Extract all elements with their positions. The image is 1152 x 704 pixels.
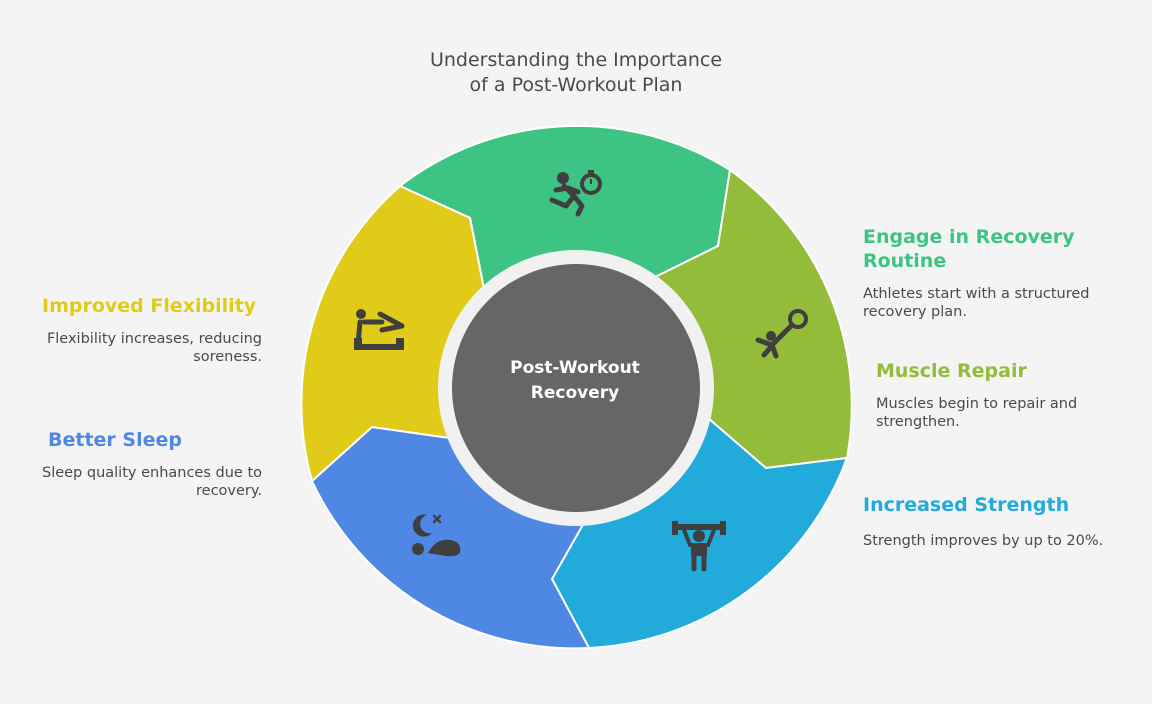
sleep-title: Better Sleep <box>48 429 182 451</box>
engage-description: Athletes start with a structured recover… <box>863 285 1133 321</box>
flex-desc-line1: Flexibility increases, reducing <box>46 331 262 347</box>
engage-title-line2: Routine <box>863 250 947 272</box>
muscle-desc-line1: Muscles begin to repair and <box>876 396 1078 412</box>
center-label-line2: Recovery <box>530 383 620 403</box>
center-disc <box>452 264 700 512</box>
stretching-person-icon <box>354 309 405 350</box>
flex-description: Flexibility increases, reducing soreness… <box>20 330 262 366</box>
diagram-title-line1: Understanding the Importance <box>429 49 723 71</box>
sleeping-person-icon <box>412 514 461 557</box>
center-label-line1: Post-Workout <box>510 358 640 378</box>
sleep-description: Sleep quality enhances due to recovery. <box>20 464 262 500</box>
muscle-description: Muscles begin to repair and strengthen. <box>876 395 1136 431</box>
strength-description: Strength improves by up to 20%. <box>863 533 1104 549</box>
sleep-desc-line1: Sleep quality enhances due to <box>41 465 262 481</box>
runner-stopwatch-icon <box>549 170 602 217</box>
engage-title: Engage in Recovery Routine <box>863 225 1123 273</box>
resistance-band-icon <box>755 309 808 359</box>
sleep-desc-line2: recovery. <box>196 483 262 499</box>
diagram-title-line2: of a Post-Workout Plan <box>469 74 683 96</box>
strength-title: Increased Strength <box>863 494 1070 516</box>
weightlifter-icon <box>672 521 726 572</box>
muscle-desc-line2: strengthen. <box>876 414 960 430</box>
muscle-title: Muscle Repair <box>876 360 1027 382</box>
engage-title-line1: Engage in Recovery <box>863 226 1075 248</box>
flex-desc-line2: soreness. <box>193 349 262 365</box>
center-label: Post-Workout Recovery <box>475 356 675 406</box>
engage-desc-line1: Athletes start with a structured <box>863 286 1090 302</box>
flex-title: Improved Flexibility <box>42 295 257 317</box>
diagram-title: Understanding the Importance of a Post-W… <box>376 48 776 98</box>
engage-desc-line2: recovery plan. <box>863 304 967 320</box>
